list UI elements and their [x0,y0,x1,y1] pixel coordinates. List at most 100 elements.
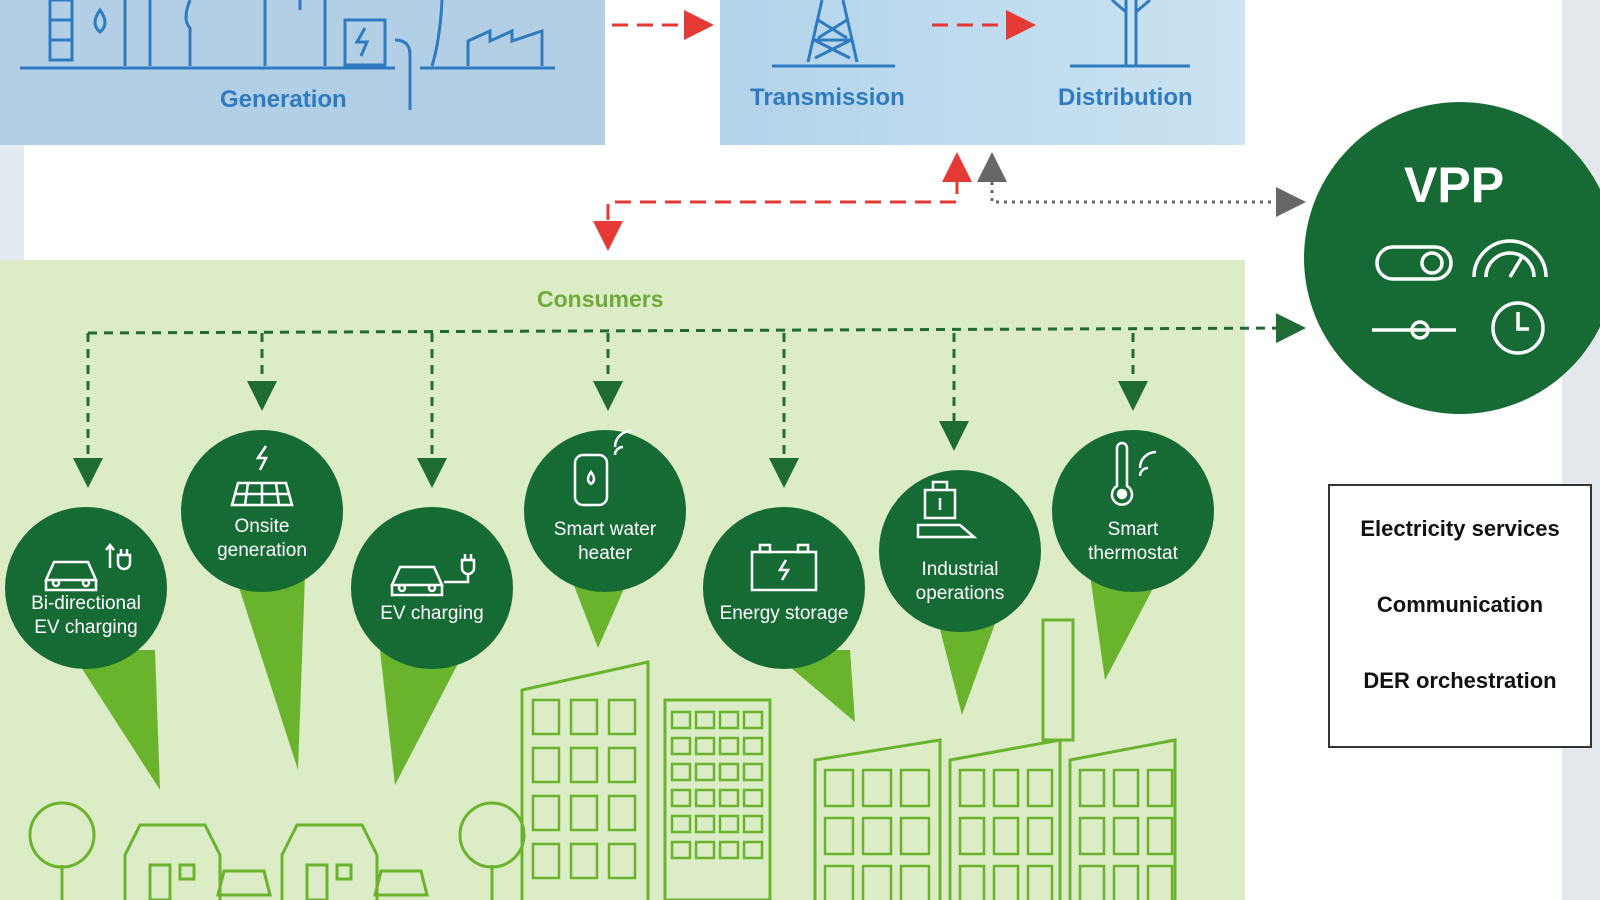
building-window [694,814,716,834]
building-window [670,814,692,834]
der-orchestration-lines [73,313,1306,488]
building-window [742,736,764,756]
building-window [899,816,931,856]
communication-arrow [977,152,1306,217]
building-window [861,816,893,856]
pin-label-thermostat: Smart thermostat [1053,518,1213,566]
building-window [899,864,931,900]
building-window [1112,864,1140,900]
pin-label-bidirectional-ev: Bi-directional EV charging [6,592,166,640]
building-window [823,768,855,808]
battery-icon [750,543,818,592]
left-strip [0,145,24,260]
building-window [694,762,716,782]
building-window [607,746,637,784]
building-window [718,788,740,808]
building-window [718,840,740,860]
ev-bidirectional-icon [44,542,132,592]
building-window [1026,768,1054,808]
building-window [718,736,740,756]
generation-line-art [20,0,555,110]
legend-electricity-label: Electricity services [1360,516,1560,541]
city-line-art [28,618,1177,900]
pin-label-onsite-generation: Onsite generation [182,515,342,563]
water-heater-icon [573,429,632,507]
pin-label-line1: Bi-directional [31,593,141,614]
building-window [1146,864,1174,900]
clock-icon [1491,301,1545,355]
building-window [992,816,1020,856]
building-window [694,710,716,730]
thermostat-icon [1110,441,1157,506]
building-window [569,698,599,736]
solar-panel-icon [230,445,294,507]
building-window [958,816,986,856]
pin-label-line2: EV charging [34,617,138,638]
building-window [670,710,692,730]
building-window [958,864,986,900]
building-window [569,794,599,832]
pin-label-line1: EV charging [380,603,484,624]
building-window [694,840,716,860]
building-window [992,768,1020,808]
building-window [531,746,561,784]
toggle-icon [1375,245,1453,281]
building-window [861,864,893,900]
pin-tails [70,575,1160,790]
building-window [670,762,692,782]
building-window [742,788,764,808]
building-window [1146,768,1174,808]
consumers-title: Consumers [537,286,664,312]
industrial-icon [916,480,978,539]
gauge-icon [1472,239,1548,278]
building-window [1078,864,1106,900]
building-window [607,794,637,832]
distribution-label: Distribution [1058,84,1193,111]
pin-label-ev-charging: EV charging [352,602,512,626]
building-window [531,842,561,880]
building-window [531,698,561,736]
building-window [742,840,764,860]
building-window [569,746,599,784]
generation-panel [0,0,605,145]
building-windows [531,698,1174,900]
building-window [1078,816,1106,856]
building-window [992,864,1020,900]
building-window [607,698,637,736]
building-window [1112,768,1140,808]
generation-label: Generation [220,86,347,113]
pin-label-line1: Onsite [234,516,290,537]
building-window [823,864,855,900]
building-window [742,814,764,834]
building-window [742,762,764,782]
legend-der-label: DER orchestration [1363,668,1557,693]
pin-label-line2: heater [578,543,632,564]
transmission-tower-icon [772,0,895,68]
building-window [694,788,716,808]
legend-communication-label: Communication [1376,592,1544,617]
building-window [569,842,599,880]
building-window [899,768,931,808]
pin-label-water-heater: Smart water heater [525,518,685,566]
building-window [861,768,893,808]
legend-box: Electricity services Communication DER o… [1328,484,1592,748]
distribution-pole-icon [1070,0,1190,68]
ev-charging-icon [390,554,476,597]
pin-label-energy-storage: Energy storage [704,602,864,626]
electricity-services-arrow [593,152,972,251]
building-window [531,794,561,832]
building-window [1112,816,1140,856]
pin-label-industrial: Industrial operations [880,558,1040,606]
building-window [1026,816,1054,856]
pin-label-line2: thermostat [1088,543,1178,564]
building-window [670,788,692,808]
slider-icon [1372,320,1456,340]
pin-label-line1: Energy storage [719,603,849,624]
building-window [718,814,740,834]
building-window [670,840,692,860]
pin-label-line1: Smart water [553,519,657,540]
pin-label-line1: Smart [1107,519,1159,540]
building-window [718,710,740,730]
building-window [742,710,764,730]
